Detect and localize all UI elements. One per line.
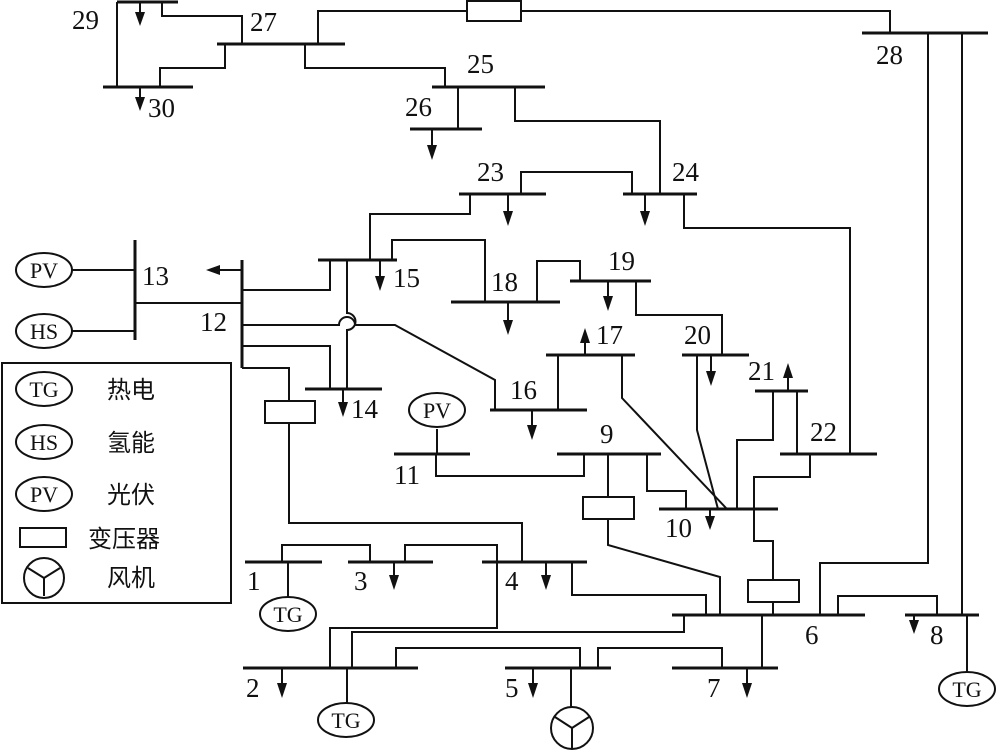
bus-label-13: 13 bbox=[142, 261, 169, 291]
load-arrow-4 bbox=[541, 562, 551, 590]
load-arrow-3 bbox=[389, 562, 399, 590]
bus-label-3: 3 bbox=[354, 566, 368, 596]
transformer-27-28 bbox=[466, 0, 522, 22]
bus-label-12: 12 bbox=[200, 307, 227, 337]
bus-label-30: 30 bbox=[148, 93, 175, 123]
tg-generator-bus1-label: TG bbox=[273, 602, 302, 627]
load-arrow-12 bbox=[206, 265, 242, 275]
bus-label-9: 9 bbox=[600, 419, 614, 449]
load-arrow-2 bbox=[277, 668, 287, 698]
bus-labels: 29 27 30 28 25 26 23 24 13 12 15 18 19 1… bbox=[72, 5, 944, 703]
transformer-10-6 bbox=[747, 579, 800, 603]
hs-source-bus13 bbox=[15, 313, 73, 349]
bus-label-29: 29 bbox=[72, 5, 99, 35]
tg-generator-bus8-label: TG bbox=[952, 677, 981, 702]
legend-pv-label: 光伏 bbox=[107, 481, 155, 509]
load-arrow-24 bbox=[640, 194, 650, 226]
bus-bars bbox=[103, 0, 988, 670]
bus-label-11: 11 bbox=[394, 460, 420, 490]
bus-label-15: 15 bbox=[393, 263, 420, 293]
load-arrows bbox=[135, 2, 919, 698]
legend-pv-text: PV bbox=[30, 482, 58, 507]
tg-generator-bus8 bbox=[938, 671, 996, 707]
bus-label-10: 10 bbox=[665, 513, 692, 543]
bus-label-8: 8 bbox=[930, 620, 944, 650]
bus-label-16: 16 bbox=[510, 375, 537, 405]
bus-label-6: 6 bbox=[805, 620, 819, 650]
load-arrow-20 bbox=[706, 355, 716, 386]
bus-label-18: 18 bbox=[491, 267, 518, 297]
load-arrow-10 bbox=[705, 509, 715, 530]
bus-label-24: 24 bbox=[672, 157, 700, 187]
sources: TG TG TG PV HS PV bbox=[15, 252, 996, 750]
load-arrow-15 bbox=[375, 260, 385, 291]
bus-label-2: 2 bbox=[246, 673, 260, 703]
bus-label-20: 20 bbox=[684, 320, 711, 350]
load-arrow-26 bbox=[427, 129, 437, 160]
load-arrow-29 bbox=[135, 2, 145, 26]
wind-turbine-icon bbox=[550, 706, 594, 750]
legend-transformer-symbol bbox=[19, 527, 67, 548]
tg-generator-bus2 bbox=[317, 702, 375, 738]
legend-hs-label: 氢能 bbox=[107, 429, 155, 457]
legend-wind-turbine-label: 风机 bbox=[107, 564, 155, 592]
bus-label-23: 23 bbox=[477, 157, 504, 187]
bus-label-26: 26 bbox=[405, 92, 432, 122]
pv-source-bus11 bbox=[408, 392, 466, 428]
load-arrow-14 bbox=[338, 389, 348, 417]
branch-lines bbox=[72, 2, 968, 708]
legend-hs-text: HS bbox=[30, 430, 58, 455]
load-arrow-5 bbox=[528, 668, 538, 698]
load-arrow-16 bbox=[527, 410, 537, 440]
pv-source-bus11-label: PV bbox=[423, 398, 451, 423]
legend-hs-symbol bbox=[15, 424, 73, 460]
legend-wind-turbine-symbol bbox=[23, 557, 65, 599]
bus-label-5: 5 bbox=[505, 673, 519, 703]
bus-label-28: 28 bbox=[876, 40, 903, 70]
transformer-9-6 bbox=[582, 496, 635, 520]
transformer-12-4 bbox=[264, 400, 316, 424]
bus-label-25: 25 bbox=[467, 49, 494, 79]
load-arrow-21 bbox=[783, 363, 793, 391]
load-arrow-17 bbox=[580, 328, 590, 355]
load-arrow-19 bbox=[603, 281, 613, 311]
bus-label-4: 4 bbox=[505, 566, 519, 596]
load-arrow-7 bbox=[742, 668, 752, 698]
legend-tg-symbol bbox=[15, 371, 73, 407]
bus-label-17: 17 bbox=[596, 320, 623, 350]
pv-source-bus13 bbox=[15, 252, 73, 288]
legend-tg-label: 热电 bbox=[107, 376, 155, 404]
bus-label-14: 14 bbox=[351, 394, 379, 424]
tg-generator-bus2-label: TG bbox=[331, 708, 360, 733]
transformers bbox=[264, 0, 800, 603]
bus-label-19: 19 bbox=[608, 246, 635, 276]
load-arrow-30 bbox=[135, 87, 145, 111]
bus-label-21: 21 bbox=[748, 356, 775, 386]
load-arrow-8 bbox=[909, 615, 919, 634]
bus-label-22: 22 bbox=[810, 417, 837, 447]
hs-source-bus13-label: HS bbox=[30, 319, 58, 344]
tg-generator-bus1 bbox=[259, 596, 317, 632]
legend-pv-symbol bbox=[15, 476, 73, 512]
bus-label-7: 7 bbox=[707, 673, 721, 703]
bus-label-27: 27 bbox=[250, 7, 277, 37]
legend-transformer-label: 变压器 bbox=[88, 525, 160, 553]
legend-tg-text: TG bbox=[29, 377, 58, 402]
legend: TG 热电 HS 氢能 PV 光伏 变压器 风机 bbox=[1, 362, 232, 604]
pv-source-bus13-label: PV bbox=[30, 258, 58, 283]
load-arrow-18 bbox=[503, 302, 513, 335]
bus-label-1: 1 bbox=[247, 566, 261, 596]
load-arrow-23 bbox=[503, 194, 513, 226]
